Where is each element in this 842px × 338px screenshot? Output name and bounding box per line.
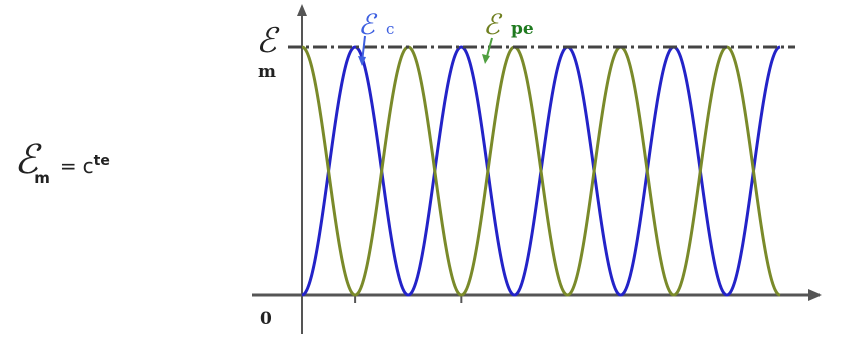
ec-label-symbol: ℰ <box>358 8 378 41</box>
ec-pointer-arrow <box>358 56 366 66</box>
chart-curves <box>288 35 795 297</box>
formula-equals: = <box>59 154 77 178</box>
ec-label-subscript: c <box>386 20 394 38</box>
x-axis-arrow <box>808 289 822 301</box>
y-axis-label-symbol: ℰ <box>256 21 280 61</box>
y-axis-arrow <box>297 4 307 16</box>
y-axis-label-subscript: m <box>258 62 276 82</box>
energy-constant-formula: ℰm =cte <box>14 137 110 187</box>
formula-constant: c <box>82 154 94 178</box>
chart-axes <box>252 4 822 334</box>
formula-subscript: m <box>34 169 50 187</box>
formula-superscript: te <box>93 153 110 169</box>
origin-label: 0 <box>260 309 272 329</box>
formula-symbol: ℰ <box>14 137 39 183</box>
epe-pointer-arrow <box>482 54 490 64</box>
chart-labels: ℰ m 0 ℰ c ℰ pe <box>256 8 534 329</box>
epe-label-symbol: ℰ <box>483 8 503 41</box>
series-curve-pe <box>301 45 781 297</box>
epe-label-subscript: pe <box>511 19 534 39</box>
